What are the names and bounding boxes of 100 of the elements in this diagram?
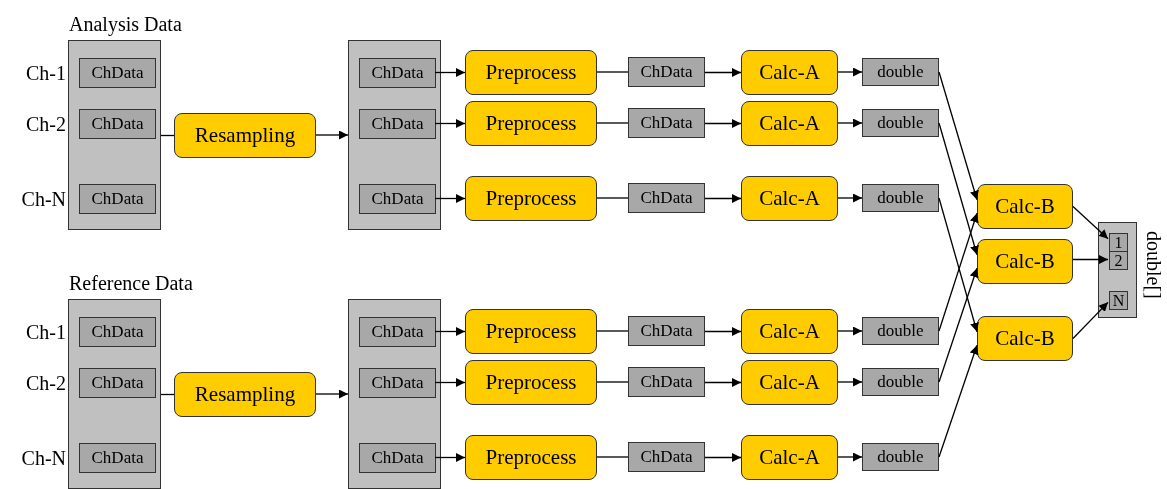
arrow	[434, 119, 466, 128]
box-label: double	[877, 112, 924, 135]
box-label: ChData	[640, 371, 693, 394]
process-box	[977, 316, 1073, 361]
process-box	[741, 360, 838, 405]
data-box	[359, 109, 436, 139]
channel-label: Ch-2	[26, 111, 66, 137]
arrow	[434, 68, 466, 77]
data-panel	[348, 40, 441, 230]
process-box	[465, 50, 597, 95]
arrow	[704, 194, 742, 203]
array-cell	[1109, 251, 1128, 270]
process-box	[465, 101, 597, 146]
data-box	[628, 316, 705, 346]
process-box	[977, 184, 1073, 229]
process-label: Preprocess	[485, 368, 577, 396]
process-box	[977, 239, 1073, 284]
channel-label: Ch-1	[26, 60, 66, 86]
cell-label: N	[1112, 292, 1125, 309]
data-box	[359, 58, 436, 88]
arrow	[837, 67, 863, 77]
process-label: Calc-A	[759, 368, 820, 396]
data-box	[862, 184, 939, 212]
process-box	[465, 360, 597, 405]
process-box	[741, 50, 838, 95]
box-label: ChData	[640, 320, 693, 343]
arrow	[837, 118, 863, 128]
data-panel	[348, 299, 441, 489]
box-label: ChData	[91, 372, 144, 395]
data-box	[628, 108, 705, 138]
box-label: ChData	[371, 62, 424, 85]
process-label: Preprocess	[485, 58, 577, 86]
box-label: ChData	[640, 112, 693, 135]
arrow	[434, 378, 466, 387]
cell-label: 2	[1114, 252, 1123, 269]
channel-label: Ch-N	[21, 186, 66, 212]
channel-label: Ch-N	[21, 445, 66, 471]
data-box	[359, 368, 436, 398]
process-box	[741, 309, 838, 354]
process-label: Calc-B	[995, 324, 1055, 352]
arrow	[837, 326, 863, 336]
data-box	[359, 443, 436, 473]
data-box	[862, 368, 939, 396]
process-label: Preprocess	[485, 184, 577, 212]
process-box	[741, 176, 838, 221]
process-label: Preprocess	[485, 109, 577, 137]
process-box	[174, 113, 316, 158]
data-box	[628, 183, 705, 213]
process-label: Calc-A	[759, 184, 820, 212]
arrow	[704, 68, 742, 77]
data-box	[628, 57, 705, 87]
arrow	[434, 327, 466, 336]
arrow	[315, 130, 349, 140]
process-label: Preprocess	[485, 317, 577, 345]
data-box	[628, 367, 705, 397]
process-label: Calc-B	[995, 192, 1055, 220]
box-label: ChData	[371, 113, 424, 136]
box-label: ChData	[371, 188, 424, 211]
box-label: ChData	[640, 187, 693, 210]
box-label: ChData	[640, 61, 693, 84]
box-label: ChData	[640, 446, 693, 469]
box-label: double	[877, 371, 924, 394]
arrow	[315, 389, 349, 399]
channel-label: Ch-1	[26, 319, 66, 345]
process-box	[741, 101, 838, 146]
arrow	[434, 194, 466, 203]
data-box	[359, 184, 436, 214]
arrow	[837, 452, 863, 462]
box-label: ChData	[91, 321, 144, 344]
arrow	[704, 119, 742, 128]
process-box	[741, 435, 838, 480]
box-label: double	[877, 61, 924, 84]
process-label: Preprocess	[485, 443, 577, 471]
arrow	[704, 378, 742, 387]
data-box	[628, 442, 705, 472]
box-label: ChData	[91, 113, 144, 136]
arrow	[704, 327, 742, 336]
box-label: ChData	[91, 62, 144, 85]
box-label: double	[877, 320, 924, 343]
arrow	[704, 453, 742, 462]
process-label: Resampling	[194, 380, 296, 408]
box-label: ChData	[371, 372, 424, 395]
arrow	[837, 377, 863, 387]
arrow	[434, 453, 466, 462]
process-label: Calc-A	[759, 443, 820, 471]
box-label: double	[877, 446, 924, 469]
arrow	[1072, 301, 1109, 340]
process-box	[465, 176, 597, 221]
arrow	[837, 193, 863, 203]
array-label: double[]	[1144, 231, 1164, 299]
process-label: Calc-A	[759, 109, 820, 137]
process-box	[465, 435, 597, 480]
box-label: ChData	[91, 188, 144, 211]
arrow	[938, 267, 979, 383]
box-label: ChData	[371, 321, 424, 344]
data-box	[862, 443, 939, 471]
process-label: Resampling	[194, 121, 296, 149]
arrow	[1072, 205, 1109, 240]
process-box	[174, 372, 316, 417]
arrow	[938, 71, 979, 201]
